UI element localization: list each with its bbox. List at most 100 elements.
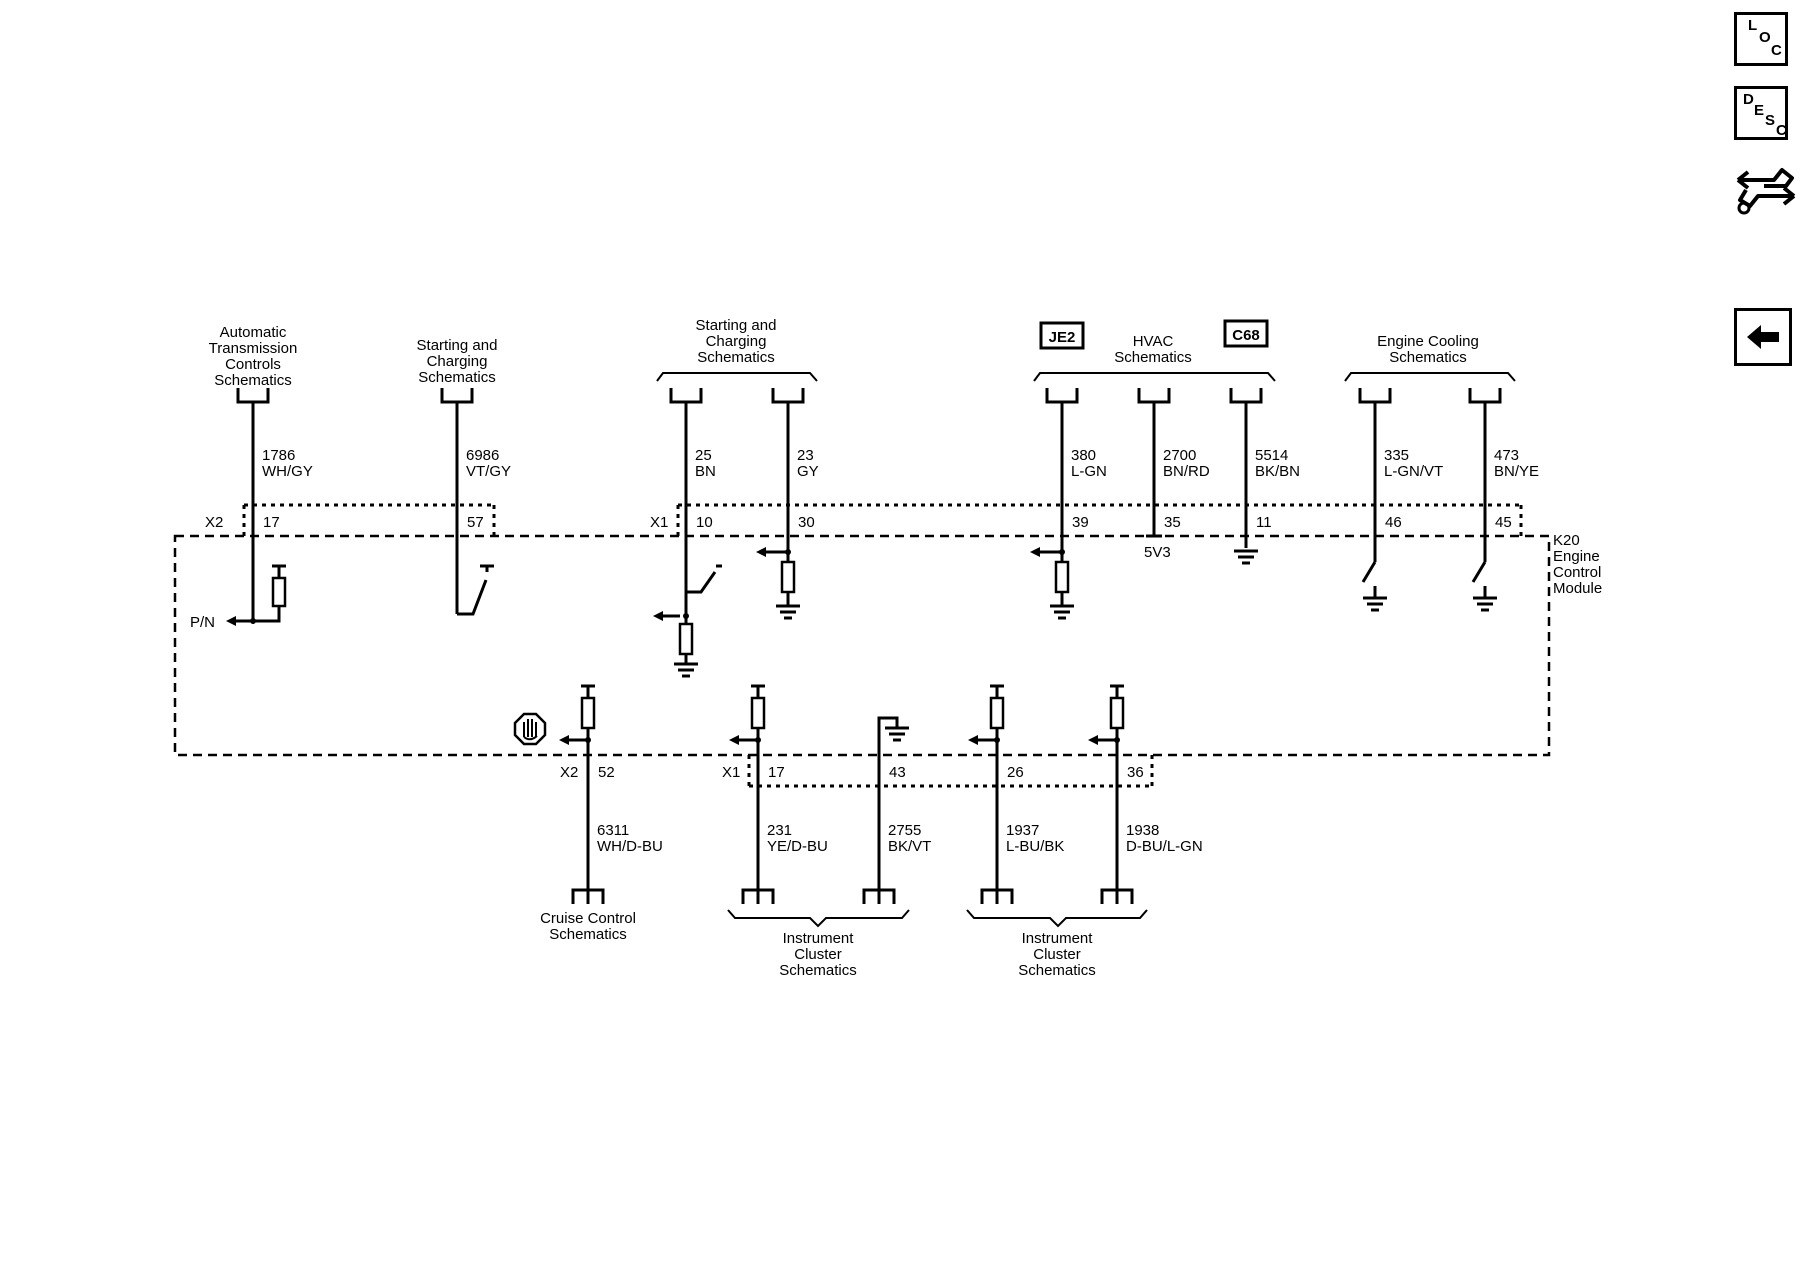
circuit-number: 1938 [1126, 822, 1159, 839]
circuit-number: 23 [797, 447, 814, 464]
wire-color: L-GN/VT [1384, 463, 1443, 480]
loc-letter: L [1748, 17, 1758, 34]
connector-title-cruise: Cruise Control Schematics [540, 910, 636, 943]
back-button[interactable] [1734, 308, 1792, 366]
group-brace [1344, 372, 1516, 382]
group-brace [656, 372, 818, 382]
circuit-number: 6311 [597, 822, 629, 839]
wire-label-1938: 1938 D-BU/L-GN [1126, 822, 1203, 855]
pn-input-circuit [226, 564, 287, 626]
wire-color: BK/BN [1255, 463, 1300, 480]
switch-473 [1471, 561, 1497, 612]
circuit-number: 6986 [466, 447, 499, 464]
connector-title-line: Charging [427, 353, 488, 370]
connector-title-line: Automatic [220, 324, 287, 341]
circuit-number: 25 [695, 447, 712, 464]
module-name-line: Engine [1553, 548, 1600, 565]
connector-title-line: Schematics [779, 962, 857, 979]
ground-2755 [877, 716, 909, 755]
connector-title-line: Schematics [214, 372, 292, 389]
connector-title-line: Engine Cooling [1377, 333, 1479, 350]
desc-letter: E [1754, 102, 1765, 119]
connector-label-x2: X2 [560, 764, 578, 781]
wire-label-23: 23 GY [797, 447, 819, 480]
connector-title-line: Schematics [1389, 349, 1467, 366]
option-label: JE2 [1049, 329, 1076, 346]
circuit-number: 473 [1494, 447, 1519, 464]
wrench-arrows-icon [1736, 168, 1796, 215]
top-connector-cups [236, 388, 1502, 404]
group-brace [966, 909, 1148, 928]
wire-label-5514: 5514 BK/BN [1255, 447, 1300, 480]
circuit-number: 1786 [262, 447, 295, 464]
wire-label-1937: 1937 L-BU/BK [1006, 822, 1064, 855]
module-name-line: Control [1553, 564, 1601, 581]
pin-number: 11 [1256, 514, 1272, 531]
wire-color: BN [695, 463, 716, 480]
sensor-23 [756, 547, 800, 620]
pin-number: 17 [768, 764, 785, 781]
connector-title-line: Cluster [794, 946, 842, 963]
desc-letter: S [1765, 112, 1776, 129]
sensor-1937 [968, 684, 1005, 745]
connector-title-line: Cluster [1033, 946, 1081, 963]
top-connector-x2-strip [242, 503, 496, 536]
wire-color: BN/RD [1163, 463, 1210, 480]
connector-title-hvac: HVAC Schematics [1114, 333, 1192, 366]
switch-25 [653, 564, 722, 678]
loc-button[interactable]: L O C [1734, 12, 1788, 66]
pin-number: 39 [1072, 514, 1089, 531]
back-arrow-icon [1747, 325, 1779, 349]
pin-number: 10 [696, 514, 713, 531]
caution-hand-icon [513, 712, 547, 746]
loc-letter: O [1759, 29, 1771, 46]
connector-label-x1: X1 [650, 514, 668, 531]
sensor-1938 [1088, 684, 1125, 745]
desc-letter: D [1743, 91, 1754, 108]
connector-title-line: Schematics [1018, 962, 1096, 979]
connector-title-line: Schematics [418, 369, 496, 386]
pin-number: 26 [1007, 764, 1024, 781]
option-box-c68: C68 [1223, 319, 1269, 348]
pin-number: 30 [798, 514, 815, 531]
sensor-231 [729, 684, 766, 745]
connector-title-line: Instrument [783, 930, 855, 947]
service-tool-button[interactable] [1734, 156, 1798, 222]
module-label: K20 Engine Control Module [1553, 532, 1602, 597]
desc-button[interactable]: D E S C [1734, 86, 1788, 140]
wire-label-25: 25 BN [695, 447, 716, 480]
connector-title-line: Starting and [417, 337, 498, 354]
wire-color: GY [797, 463, 819, 480]
connector-title-cluster-1: Instrument Cluster Schematics [779, 930, 857, 979]
wire-label-1786: 1786 WH/GY [262, 447, 313, 480]
option-box-je2: JE2 [1039, 321, 1085, 350]
connector-title-cluster-2: Instrument Cluster Schematics [1018, 930, 1096, 979]
circuit-number: 2700 [1163, 447, 1196, 464]
connector-title-line: Charging [706, 333, 767, 350]
wire-label-231: 231 YE/D-BU [767, 822, 828, 855]
connector-title-auto-trans: Automatic Transmission Controls Schemati… [209, 324, 298, 389]
wire-label-6986: 6986 VT/GY [466, 447, 511, 480]
circuit-number: 5514 [1255, 447, 1288, 464]
wire-color: WH/D-BU [597, 838, 663, 855]
group-brace [727, 909, 910, 928]
circuit-number: 1937 [1006, 822, 1039, 839]
switch-335 [1361, 561, 1387, 612]
connector-title-line: Starting and [696, 317, 777, 334]
connector-title-line: HVAC [1133, 333, 1174, 350]
connector-title-line: Cruise Control [540, 910, 636, 927]
module-id: K20 [1553, 532, 1580, 549]
connector-title-line: Instrument [1022, 930, 1094, 947]
wire-label-335: 335 L-GN/VT [1384, 447, 1443, 480]
ref-voltage-label: 5V3 [1144, 544, 1171, 561]
wire-label-380: 380 L-GN [1071, 447, 1107, 480]
wire-color: BN/YE [1494, 463, 1539, 480]
circuit-number: 380 [1071, 447, 1096, 464]
pin-number: 57 [467, 514, 484, 531]
switch-6986 [457, 564, 494, 616]
group-brace [1033, 372, 1276, 382]
sensor-380 [1030, 547, 1074, 620]
wire-color: D-BU/L-GN [1126, 838, 1203, 855]
connector-title-line: Transmission [209, 340, 298, 357]
wire-label-2700: 2700 BN/RD [1163, 447, 1210, 480]
